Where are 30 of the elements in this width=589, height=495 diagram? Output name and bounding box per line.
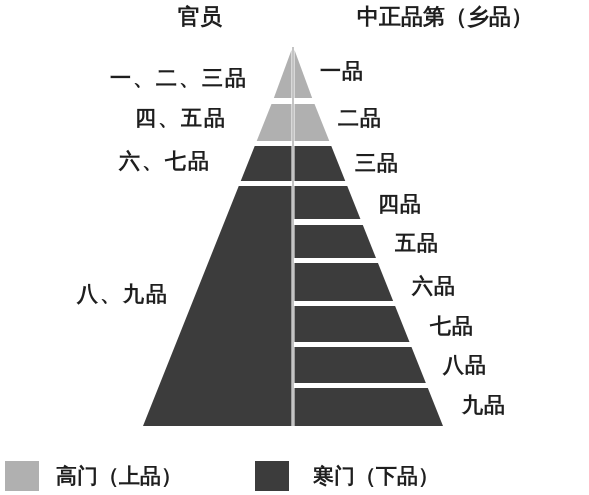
pyramid-tier xyxy=(240,146,292,181)
rank-label: 四品 xyxy=(378,192,422,216)
pyramid-tier xyxy=(274,50,292,98)
rank-label: 一品 xyxy=(320,59,364,83)
pyramid-tier xyxy=(294,186,360,219)
pyramid-tier xyxy=(294,146,346,181)
rank-label: 九品 xyxy=(462,393,506,417)
rank-label: 六品 xyxy=(412,274,456,298)
rank-label: 五品 xyxy=(395,231,439,255)
rank-label: 六、七品 xyxy=(119,149,211,173)
rank-label: 八品 xyxy=(443,353,487,377)
column-heading: 官员 xyxy=(178,4,222,30)
legend-label: 寒门（下品） xyxy=(313,463,439,489)
legend-label: 高门（上品） xyxy=(56,463,182,489)
pyramid-tier xyxy=(294,263,394,301)
pyramid-tier xyxy=(294,306,410,342)
rank-label: 四、五品 xyxy=(135,106,227,130)
rank-label: 一、二、三品 xyxy=(110,66,248,90)
pyramid-tier xyxy=(294,388,443,426)
pyramid-tier xyxy=(143,186,292,426)
rank-label: 八、九品 xyxy=(77,282,169,306)
column-heading: 中正品第（乡品） xyxy=(357,4,533,30)
rank-label: 三品 xyxy=(355,151,399,175)
rank-label: 二品 xyxy=(338,106,382,130)
pyramid-tier xyxy=(294,225,376,258)
pyramid-tier xyxy=(256,104,292,141)
pyramid-tier xyxy=(294,50,312,98)
pyramid-tier xyxy=(294,347,426,383)
rank-label: 七品 xyxy=(430,314,474,338)
pyramid-tier xyxy=(294,104,330,141)
